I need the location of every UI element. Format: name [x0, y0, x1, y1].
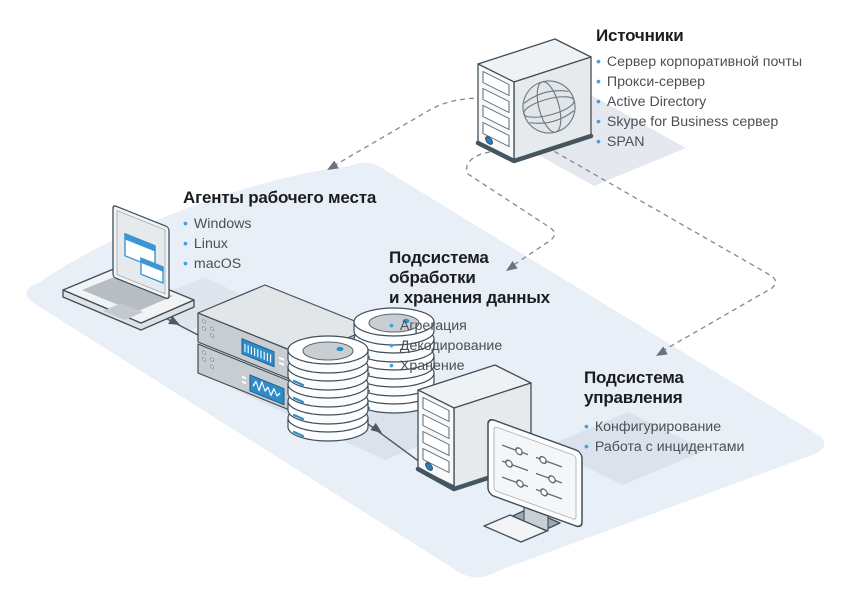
solid-arrowheads — [168, 315, 382, 433]
dashed-connectors — [329, 97, 777, 354]
drive-bay — [422, 430, 450, 457]
rack-screw — [201, 319, 207, 324]
connector-sources-to-management — [530, 137, 777, 354]
workstation-shadow — [545, 412, 706, 485]
disk-platter-top — [287, 335, 369, 374]
group-title: Агенты рабочего места — [183, 188, 377, 207]
list-item: •Windows — [183, 215, 252, 232]
waveform-icon — [252, 380, 281, 397]
arrowhead-agents — [327, 160, 339, 170]
rack-screw — [201, 326, 207, 331]
disk-platter-top — [353, 307, 435, 346]
globe-icon — [522, 80, 576, 134]
database-stack-icon — [287, 307, 435, 442]
dashed-arrowheads — [327, 160, 668, 356]
laptop-keyboard — [82, 275, 173, 312]
label-management: Подсистема управления •Конфигурирование … — [584, 368, 744, 457]
drive-bay — [482, 104, 510, 131]
disk-led — [336, 346, 344, 352]
list-item: •Прокси-сервер — [596, 73, 706, 90]
bullet-icon: • — [596, 93, 601, 109]
rack-screw — [201, 350, 207, 355]
list-item: •SPAN — [596, 133, 645, 150]
arrowhead-workstation — [370, 422, 382, 433]
arrowhead-rack — [168, 315, 180, 325]
label-agents: Агенты рабочего места •Windows •Linux •m… — [183, 188, 376, 274]
bullet-icon: • — [183, 215, 188, 231]
list-item: •Linux — [183, 235, 228, 252]
list-item: •Skype for Business сервер — [596, 113, 779, 130]
disk-led — [402, 318, 410, 324]
rack-led — [279, 356, 284, 361]
power-button — [485, 136, 493, 145]
bullet-icon: • — [596, 133, 601, 149]
drive-bay — [422, 396, 450, 423]
group-title: Источники — [596, 26, 684, 45]
list-item: •Агрегация — [389, 317, 467, 334]
bullet-icon: • — [584, 438, 589, 454]
label-sources: Источники •Сервер корпоративной почты •П… — [596, 26, 802, 152]
laptop-trackpad — [103, 303, 143, 320]
keyboard-icon — [483, 514, 548, 543]
laptop-icon — [62, 205, 195, 331]
workstation-icon — [415, 364, 583, 543]
drive-bay — [482, 70, 510, 97]
list-item: •Сервер корпоративной почты — [596, 53, 803, 70]
list-item: •Работа с инцидентами — [584, 438, 745, 455]
connector-sources-to-processing — [466, 151, 556, 269]
drive-bay — [422, 413, 450, 440]
bullet-icon: • — [183, 255, 188, 271]
rack-screw — [201, 357, 207, 362]
rack-screw — [209, 364, 215, 369]
group-title: Подсистема управления — [584, 368, 684, 407]
power-button — [425, 462, 433, 471]
connector-sources-to-agents — [329, 97, 484, 169]
group-title: Подсистема обработки и хранения данных — [389, 248, 550, 307]
bullet-icon: • — [596, 113, 601, 129]
arrowhead-management — [656, 346, 668, 356]
label-processing: Подсистема обработки и хранения данных •… — [389, 248, 550, 376]
rack-screw — [209, 326, 215, 331]
bullet-icon: • — [183, 235, 188, 251]
arrowhead-processing — [506, 261, 518, 271]
rack-led — [242, 375, 246, 380]
rack-led — [279, 361, 284, 366]
rack-led — [242, 380, 246, 385]
drive-bay — [482, 121, 510, 148]
bullet-icon: • — [389, 357, 394, 373]
bullet-icon: • — [584, 418, 589, 434]
list-item: •macOS — [183, 255, 242, 272]
rack-display-waveform — [249, 374, 285, 406]
sliders-icon — [502, 444, 562, 500]
list-item: •Декодирование — [389, 337, 503, 354]
bullet-icon: • — [596, 73, 601, 89]
server-rack-storage-icon — [197, 284, 435, 442]
app-windows-icon — [124, 233, 164, 284]
server-base — [475, 133, 594, 164]
drive-bay — [482, 87, 510, 114]
server-tower-icon — [475, 38, 594, 164]
rack-screw — [209, 333, 215, 338]
drive-bay — [422, 447, 450, 474]
bullet-icon: • — [596, 53, 601, 69]
list-item: •Конфигурирование — [584, 418, 722, 435]
list-item: •Active Directory — [596, 93, 707, 110]
rack-screw — [209, 357, 215, 362]
bullet-icon: • — [389, 317, 394, 333]
list-item: •Хранение — [389, 357, 465, 374]
bullet-icon: • — [389, 337, 394, 353]
